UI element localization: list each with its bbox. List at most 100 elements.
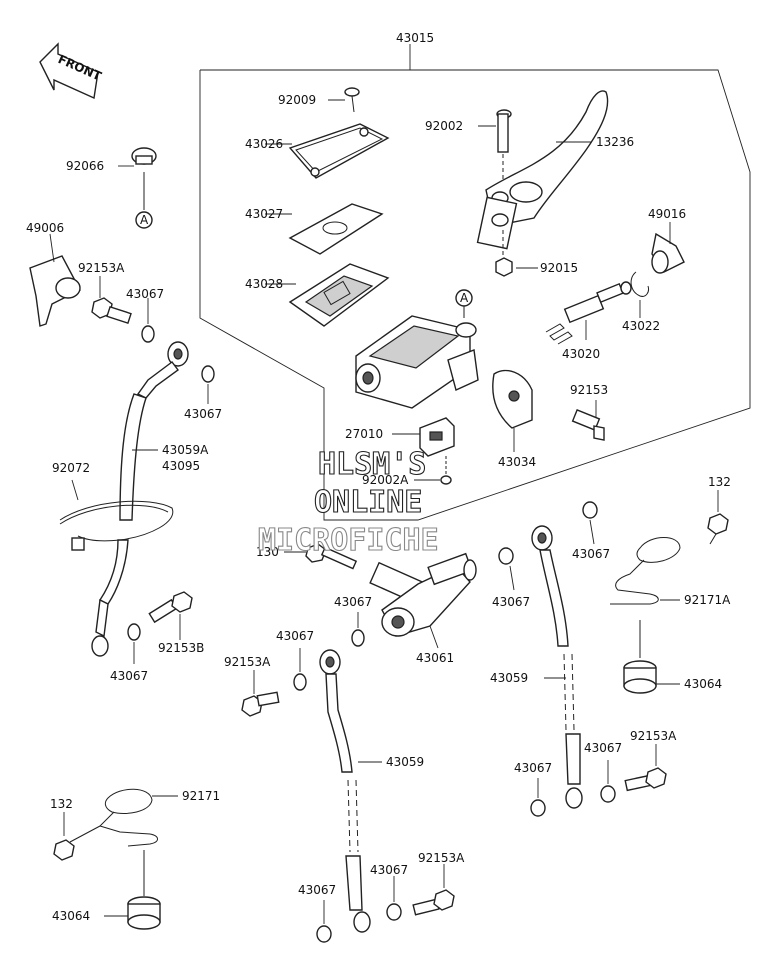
callout-92153a-left: 92153A bbox=[78, 261, 125, 275]
screw-92009: 92009 bbox=[278, 87, 360, 113]
callout-43067-j: 43067 bbox=[298, 883, 336, 897]
callout-130: 130 bbox=[256, 545, 279, 559]
callout-43064-left: 43064 bbox=[52, 909, 90, 923]
nut-92015: 92015 bbox=[495, 230, 578, 277]
washer-43067-d: 43067 bbox=[110, 623, 148, 683]
washer-43067-c: 43067 bbox=[334, 595, 372, 647]
washer-43067-g: 43067 bbox=[492, 547, 530, 609]
clamp-92171a: 92171A bbox=[610, 537, 731, 607]
callout-43067-h: 43067 bbox=[514, 761, 552, 775]
callout-43067-a: 43067 bbox=[126, 287, 164, 301]
callout-43067-g: 43067 bbox=[492, 595, 530, 609]
washer-43067-i: 43067 bbox=[584, 741, 622, 803]
callout-43095: 43095 bbox=[162, 459, 200, 473]
bolt-132-right: 132 bbox=[707, 475, 731, 545]
washer-43067-a: 43067 bbox=[126, 287, 164, 343]
bolt-92153-top: 92153 bbox=[570, 383, 608, 441]
callout-43067-f: 43067 bbox=[572, 547, 610, 561]
pivot-bolt-92002: 92002 bbox=[425, 109, 512, 180]
band-92072: 92072 bbox=[52, 461, 174, 551]
bolt-132-left: 132 bbox=[50, 797, 101, 861]
washer-43067-j: 43067 bbox=[298, 883, 336, 943]
circlip-43022: 43022 bbox=[622, 271, 660, 333]
reservoir-cap-43026: 43026 bbox=[245, 123, 390, 179]
callout-13236: 13236 bbox=[596, 135, 634, 149]
callout-92072: 92072 bbox=[52, 461, 90, 475]
front-arrow-icon: FRONT bbox=[39, 42, 104, 100]
callout-49006: 49006 bbox=[26, 221, 64, 235]
banjo-bolt-92153a-left: 92153A bbox=[78, 261, 132, 325]
watermark-line-3: MICROFICHE bbox=[258, 523, 439, 558]
ref-marker-a-top: A bbox=[455, 289, 473, 318]
watermark-line-1: HLSM'S bbox=[318, 447, 426, 482]
callout-92002a: 92002A bbox=[362, 473, 409, 487]
clamp-43034: 43034 bbox=[492, 369, 536, 469]
ref-marker-a-top-text: A bbox=[460, 291, 469, 305]
callout-92009: 92009 bbox=[278, 93, 316, 107]
callout-92171: 92171 bbox=[182, 789, 220, 803]
switch-27010: 27010 bbox=[345, 417, 455, 457]
callout-43061: 43061 bbox=[416, 651, 454, 665]
banjo-bolt-92153a-bottom: 92153A bbox=[412, 851, 465, 916]
callout-92015: 92015 bbox=[540, 261, 578, 275]
washer-43067-e: 43067 bbox=[276, 629, 314, 691]
callout-43067-k: 43067 bbox=[370, 863, 408, 877]
callout-92153a-bottom: 92153A bbox=[418, 851, 465, 865]
callout-27010: 27010 bbox=[345, 427, 383, 441]
cap-49006: 49006 bbox=[26, 221, 81, 327]
callout-92171a: 92171A bbox=[684, 593, 731, 607]
callout-43059-mid: 43059 bbox=[386, 755, 424, 769]
callout-43022: 43022 bbox=[622, 319, 660, 333]
callout-43067-d: 43067 bbox=[110, 669, 148, 683]
washer-43067-f: 43067 bbox=[572, 501, 610, 561]
diaphragm-43028: 43028 bbox=[245, 263, 390, 327]
callout-43034: 43034 bbox=[498, 455, 536, 469]
callout-92002: 92002 bbox=[425, 119, 463, 133]
brake-lever-13236: 13236 bbox=[476, 90, 634, 250]
callout-43059a: 43059A bbox=[162, 443, 209, 457]
master-cylinder-body bbox=[355, 315, 479, 409]
watermark: HLSM'S ONLINE MICROFICHE bbox=[257, 446, 439, 558]
screw-92002a: 92002A bbox=[362, 456, 452, 487]
clamp-92171: 92171 bbox=[99, 788, 220, 847]
assembly-label: 43015 bbox=[396, 31, 434, 45]
piston-43020: 43020 bbox=[545, 281, 632, 361]
plate-43027: 43027 bbox=[245, 203, 384, 255]
callout-43067-i: 43067 bbox=[584, 741, 622, 755]
callout-92153b: 92153B bbox=[158, 641, 204, 655]
callout-43027: 43027 bbox=[245, 207, 283, 221]
callout-43020: 43020 bbox=[562, 347, 600, 361]
callout-92153-top: 92153 bbox=[570, 383, 608, 397]
callout-43028: 43028 bbox=[245, 277, 283, 291]
boot-49016: 49016 bbox=[648, 207, 686, 274]
brake-hose-43059-right: 43059 bbox=[490, 525, 583, 809]
banjo-bolt-92153a-mid: 92153A bbox=[224, 655, 280, 717]
washer-43067-b: 43067 bbox=[184, 365, 222, 421]
washer-43067-k: 43067 bbox=[370, 863, 408, 921]
callout-43067-c: 43067 bbox=[334, 595, 372, 609]
lower-cylinder-43061: 43061 bbox=[369, 552, 477, 665]
master-cylinder-assembly-outline: 43015 bbox=[199, 31, 751, 521]
bolt-92153b: 92153B bbox=[148, 591, 204, 655]
callout-49016: 49016 bbox=[648, 207, 686, 221]
grommet-43064-right: 43064 bbox=[623, 620, 722, 694]
callout-43064-right: 43064 bbox=[684, 677, 722, 691]
watermark-line-2: ONLINE bbox=[314, 485, 422, 520]
callout-43026: 43026 bbox=[245, 137, 283, 151]
brake-hose-43059-mid: 43059 bbox=[319, 649, 424, 933]
callout-132-right: 132 bbox=[708, 475, 731, 489]
callout-92066: 92066 bbox=[66, 159, 104, 173]
brake-hose-43059a: 43059A 43095 bbox=[91, 341, 209, 657]
callout-92153a-right: 92153A bbox=[630, 729, 677, 743]
callout-43059-right: 43059 bbox=[490, 671, 528, 685]
ref-marker-a-left: A bbox=[135, 211, 153, 229]
bolt-130: 130 bbox=[256, 543, 358, 570]
ref-marker-a-left-text: A bbox=[140, 213, 149, 227]
callout-43067-b: 43067 bbox=[184, 407, 222, 421]
callout-132-left: 132 bbox=[50, 797, 73, 811]
washer-43067-h: 43067 bbox=[514, 761, 552, 817]
cap-92066: 92066 bbox=[66, 147, 157, 210]
callout-43067-e: 43067 bbox=[276, 629, 314, 643]
